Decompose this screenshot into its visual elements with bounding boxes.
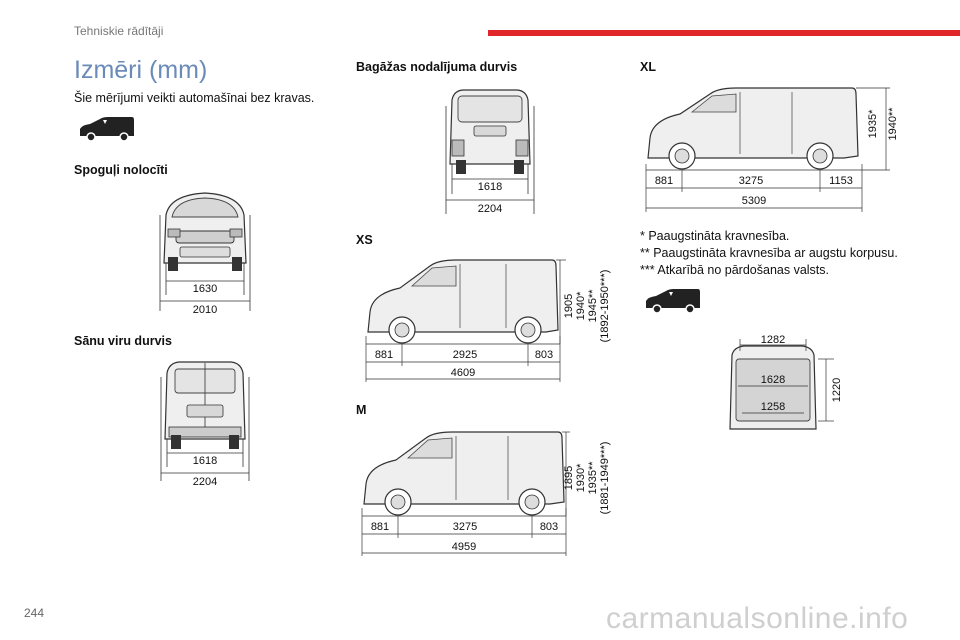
- footnotes: * Paaugstināta kravnesība. ** Paaugstinā…: [640, 228, 898, 279]
- section-title: Izmēri (mm): [74, 56, 208, 84]
- van-silhouette-icon: [646, 289, 700, 314]
- dim-cargo-door-outer: 2204: [478, 203, 502, 215]
- xs-height-4: (1892-1950***): [599, 270, 611, 343]
- xl-front-overhang: 881: [655, 175, 673, 187]
- cargo-opening-diagram: 1282 1628 1258 1220: [729, 334, 843, 430]
- cargo-middle-width: 1628: [761, 374, 785, 386]
- heading-m: M: [356, 403, 367, 417]
- heading-side-doors: Sānu viru durvis: [74, 334, 172, 348]
- cargo-bottom-width: 1258: [761, 401, 785, 413]
- m-rear-overhang: 803: [540, 521, 558, 533]
- m-height-4: (1881-1949***): [599, 442, 611, 515]
- front-view-diagram: 1630 2010: [159, 192, 251, 316]
- xl-height-1: 1935*: [867, 109, 879, 138]
- m-overall-length: 4959: [452, 541, 476, 553]
- xl-height-2: 1940**: [887, 107, 899, 141]
- header-accent-bar: [488, 30, 960, 36]
- footnote-1: * Paaugstināta kravnesība.: [640, 229, 790, 243]
- m-height-3: 1935**: [587, 461, 599, 495]
- footnote-3: *** Atkarībā no pārdošanas valsts.: [640, 263, 830, 277]
- rear-cargo-view-diagram: 1618 2204: [445, 89, 535, 215]
- watermark: carmanualsonline.info: [606, 602, 909, 635]
- xs-height-1: 1905: [563, 294, 575, 318]
- xs-height-2: 1940*: [575, 291, 587, 320]
- xl-rear-overhang: 1153: [829, 175, 853, 187]
- footnote-2: ** Paaugstināta kravnesība ar augstu kor…: [640, 246, 898, 260]
- m-front-overhang: 881: [371, 521, 389, 533]
- rear-view-diagram: 1618 2204: [160, 361, 250, 488]
- cargo-height: 1220: [831, 378, 843, 402]
- xl-overall-length: 5309: [742, 195, 766, 207]
- xs-overall-length: 4609: [451, 367, 475, 379]
- dim-mirrors-inner: 1630: [193, 283, 217, 295]
- xl-wheelbase: 3275: [739, 175, 763, 187]
- cargo-top-width: 1282: [761, 334, 785, 346]
- dim-side-door-outer: 2204: [193, 476, 217, 488]
- heading-xs: XS: [356, 233, 373, 247]
- xs-side-view-diagram: 881 2925 803 4609 1905 1940* 1945** (189…: [365, 259, 611, 382]
- m-height-1: 1895: [563, 466, 575, 490]
- xs-front-overhang: 881: [375, 349, 393, 361]
- xs-rear-overhang: 803: [535, 349, 553, 361]
- xl-side-view-diagram: 881 3275 1153 5309 1935* 1940**: [645, 87, 899, 212]
- m-side-view-diagram: 881 3275 803 4959 1895 1930* 1935** (188…: [361, 431, 611, 556]
- dim-cargo-door-inner: 1618: [478, 181, 502, 193]
- heading-mirrors-folded: Spoguļi nolocīti: [74, 163, 168, 177]
- xs-height-3: 1945**: [587, 289, 599, 323]
- intro-text: Šie mērījumi veikti automašīnai bez krav…: [74, 91, 315, 105]
- m-height-2: 1930*: [575, 463, 587, 492]
- van-silhouette-icon: [80, 117, 134, 142]
- m-wheelbase: 3275: [453, 521, 477, 533]
- running-header: Tehniskie rādītāji: [74, 24, 164, 38]
- heading-cargo-doors: Bagāžas nodalījuma durvis: [356, 60, 518, 74]
- heading-xl: XL: [640, 60, 656, 74]
- dim-mirrors-outer: 2010: [193, 304, 217, 316]
- xs-wheelbase: 2925: [453, 349, 477, 361]
- page-number: 244: [24, 606, 45, 620]
- dim-side-door-inner: 1618: [193, 455, 217, 467]
